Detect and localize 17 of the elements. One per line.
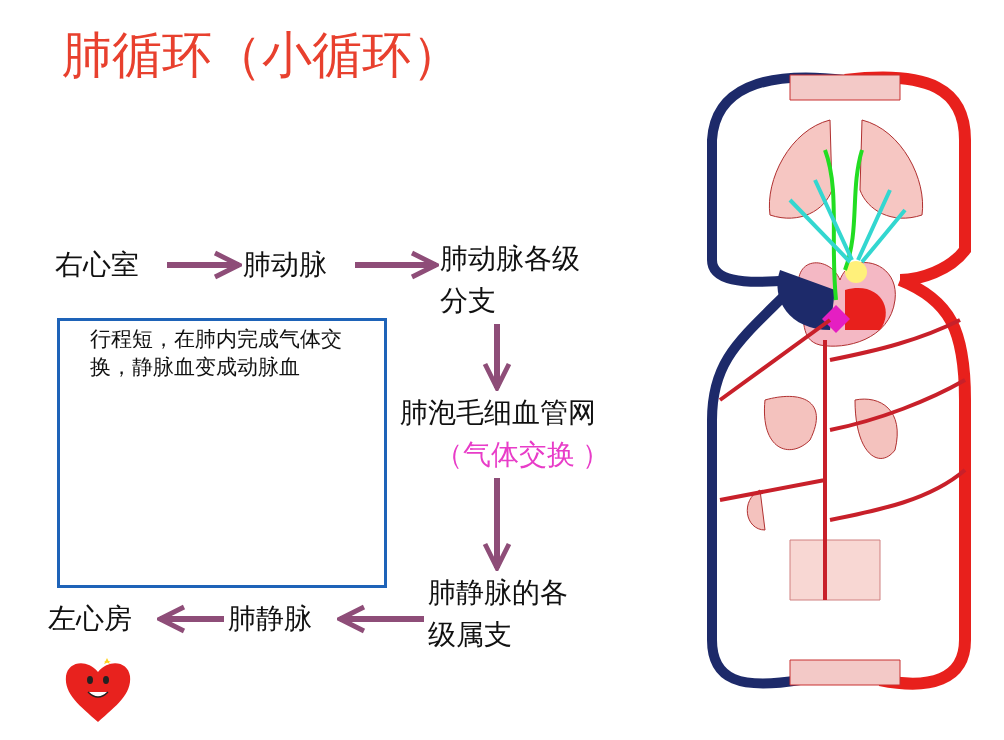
step-note: （气体交换 ） (434, 438, 611, 472)
arrow (482, 478, 512, 571)
step-text: 肺动脉 (243, 244, 353, 286)
arrow (355, 250, 439, 280)
arrow (157, 604, 224, 634)
step-text: 肺静脉 (228, 598, 338, 640)
step-text: 左心房 (48, 598, 158, 640)
step-text: 肺静脉的各级属支 (428, 572, 573, 656)
slide-title: 肺循环（小循环） (62, 26, 462, 85)
arrow (337, 604, 424, 634)
arrow (482, 324, 512, 391)
step-text: 肺泡毛细血管网 (400, 396, 597, 430)
note-box (57, 318, 387, 588)
note-text: 行程短，在肺内完成气体交换，静脉血变成动脉血 (90, 326, 343, 381)
step-text: 肺动脉各级分支 (440, 238, 590, 322)
arrow (167, 250, 242, 280)
step-text: 右心室 (55, 244, 165, 286)
